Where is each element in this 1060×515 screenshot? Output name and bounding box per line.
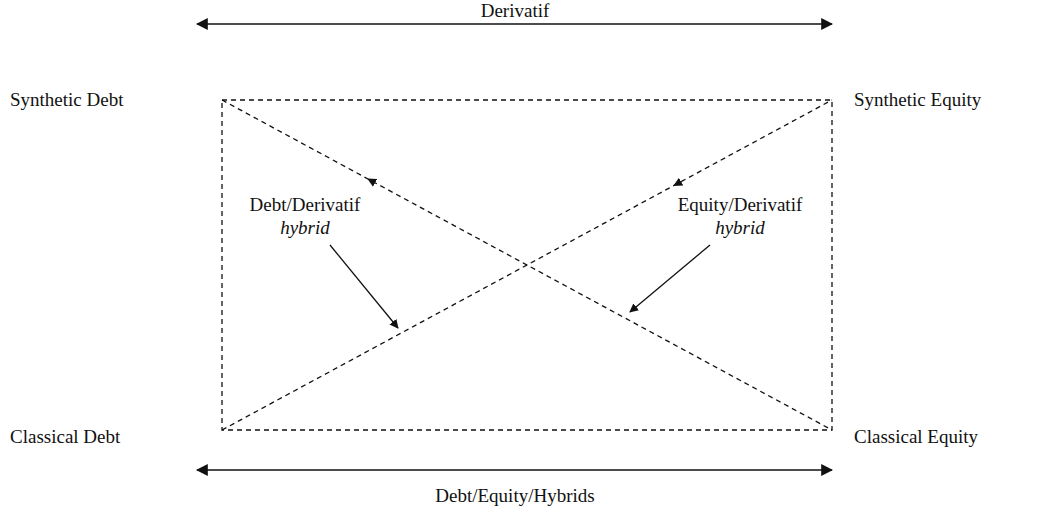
- axis-label: Derivatif: [479, 1, 552, 22]
- hybrid-label: hybrid: [713, 218, 767, 239]
- leader-arrow: [630, 245, 710, 312]
- dashed-frame: [222, 100, 832, 430]
- dashed-diagonal: [222, 100, 832, 430]
- corner-label: Classical Debt: [8, 427, 122, 448]
- corner-label: Synthetic Equity: [852, 90, 983, 111]
- double-arrow: [197, 469, 832, 471]
- hybrid-label: hybrid: [278, 218, 332, 239]
- dashed-diagonal: [222, 100, 832, 430]
- hybrid-label: Equity/Derivatif: [676, 195, 805, 216]
- corner-label: Classical Equity: [852, 427, 980, 448]
- double-arrow: [197, 23, 832, 25]
- diagonal-arrowhead: [368, 179, 380, 186]
- hybrid-label: Debt/Derivatif: [248, 195, 363, 216]
- axis-label: Debt/Equity/Hybrids: [433, 486, 596, 507]
- corner-label: Synthetic Debt: [8, 90, 125, 111]
- diagonal-arrowhead: [674, 179, 686, 186]
- leader-arrow: [330, 245, 398, 328]
